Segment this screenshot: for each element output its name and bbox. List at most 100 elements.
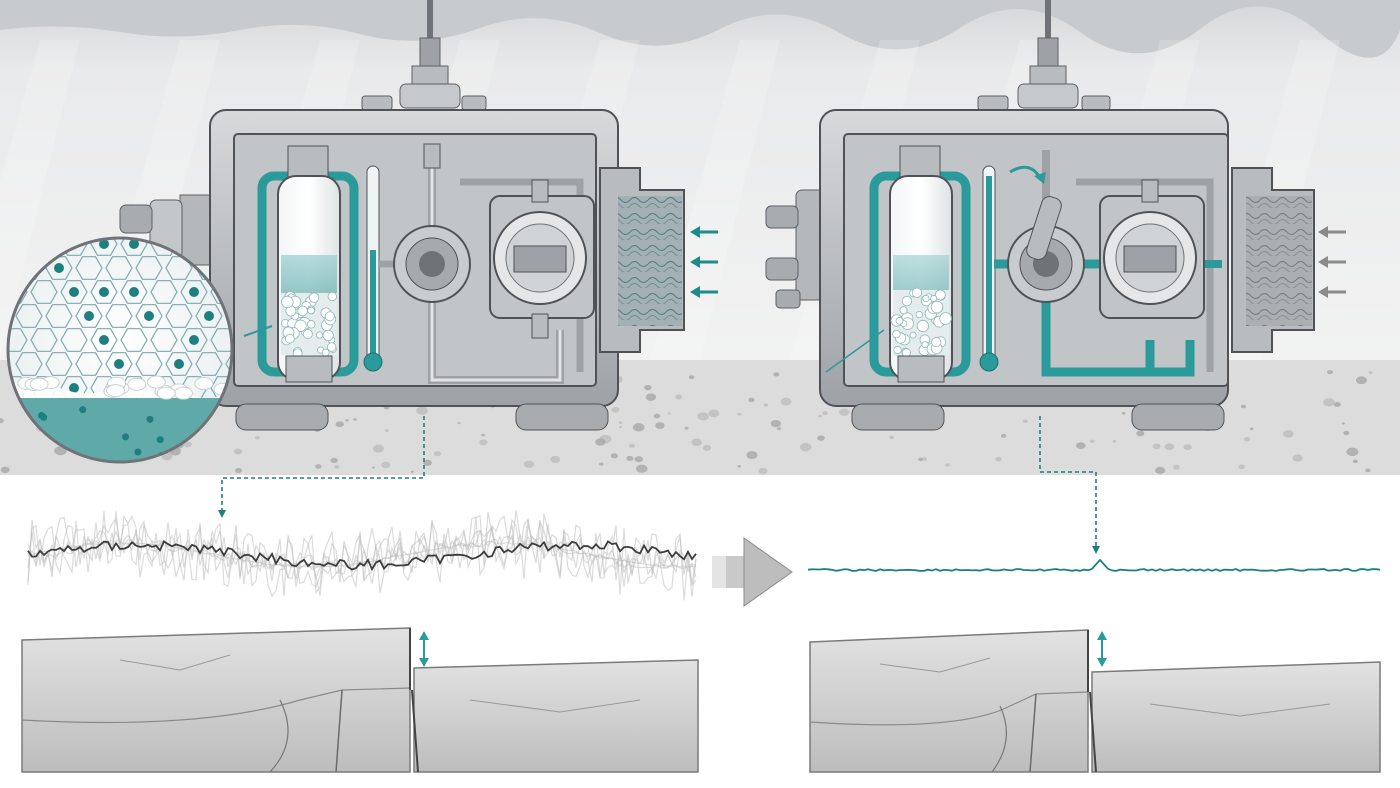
pebble [1352,459,1358,464]
sorbent-bead [915,310,923,319]
pebble [737,464,742,468]
pebble [634,456,644,463]
lattice-cell [135,304,163,328]
lattice-cell [75,256,103,280]
pebble [423,459,432,466]
lattice-cell [195,304,223,328]
pebble [1241,404,1247,409]
bubble [127,377,147,391]
pebble [1001,433,1007,438]
sorbent-bead [899,306,908,315]
antenna-connector [1017,0,1079,109]
foot [851,403,945,431]
pebble [1323,398,1335,407]
pebble [655,422,665,429]
pebble [1365,468,1371,473]
pebble [839,408,850,416]
connector-dashed [221,416,425,512]
lattice-cell [105,256,133,280]
lattice-cell [105,304,133,328]
pebble [763,403,769,407]
bubble [29,377,49,391]
arrow-left-icon [690,226,700,238]
lattice-cell [120,238,148,256]
pebble [818,414,822,418]
pebble [254,435,260,440]
pebble [1152,443,1161,450]
inlet-arrows [1318,226,1346,298]
pebble [644,384,652,391]
pebble [371,466,375,469]
pebble [1249,427,1254,431]
pebble [737,412,742,416]
sorbent-bead [921,341,929,349]
lattice-cell [45,352,73,376]
pebble [381,461,391,469]
inlet-filter [1231,167,1315,353]
sorbent-bead [308,292,320,303]
signal-trace [807,558,1381,572]
pebble [550,455,561,463]
valve-assembly [378,143,584,384]
sorbent-bead [909,331,917,339]
dissolved-ion [156,436,164,444]
pebble [1183,444,1192,451]
sorbent-bead [930,295,938,302]
pebble [0,418,4,424]
pebble [995,456,1002,462]
foot [1131,403,1225,431]
pebble [1112,439,1117,443]
trapped-ion [144,311,154,321]
trapped-ion [69,383,79,393]
inlet-arrows [690,226,718,298]
level-gauge [979,165,999,372]
lattice-cell [120,328,148,352]
bubble [156,386,176,400]
lattice-cell [165,352,193,376]
pebble [697,412,709,421]
dissolved-ion [122,433,130,441]
pebble [523,460,534,468]
pebble [702,444,712,451]
lattice-cell [90,280,118,304]
sorbent-cartridge [869,145,971,383]
top-bolt [461,95,487,111]
pebble [780,397,792,406]
pebble [595,438,606,446]
dissolved-ion [134,448,142,456]
signal-noisy [27,509,697,601]
foot [515,403,609,431]
pebble [708,409,720,418]
pebble [645,393,657,401]
top-bolt [361,95,393,111]
sorbent-bead [930,300,944,314]
pebble [479,439,488,446]
trapped-ion [204,311,214,321]
pebble [457,421,461,425]
connector-dashed [1039,416,1097,548]
pebble [632,423,645,432]
pebble [758,467,768,475]
pebble [334,465,340,469]
lattice-cell [225,352,232,376]
double-arrow-vertical-icon [419,631,429,667]
arrow-left-icon [1318,286,1328,298]
top-bolt [977,95,1009,111]
pebble [345,419,349,422]
pebble [770,419,781,428]
sorbent-bead [934,289,946,301]
pebble [691,438,702,447]
pebble [330,457,338,464]
sorbent-bead [321,348,330,357]
arrow-left-icon [690,286,700,298]
pebble [921,457,927,461]
pebble [653,413,661,419]
arrow-left-icon [1318,226,1328,238]
top-bolt [1081,95,1111,111]
trapped-ion [54,263,64,273]
pebble [1089,439,1095,444]
signal-trace [27,540,697,572]
sorbent-bead [892,329,901,339]
arrow-left-icon [1318,256,1328,268]
trapped-ion [174,359,184,369]
